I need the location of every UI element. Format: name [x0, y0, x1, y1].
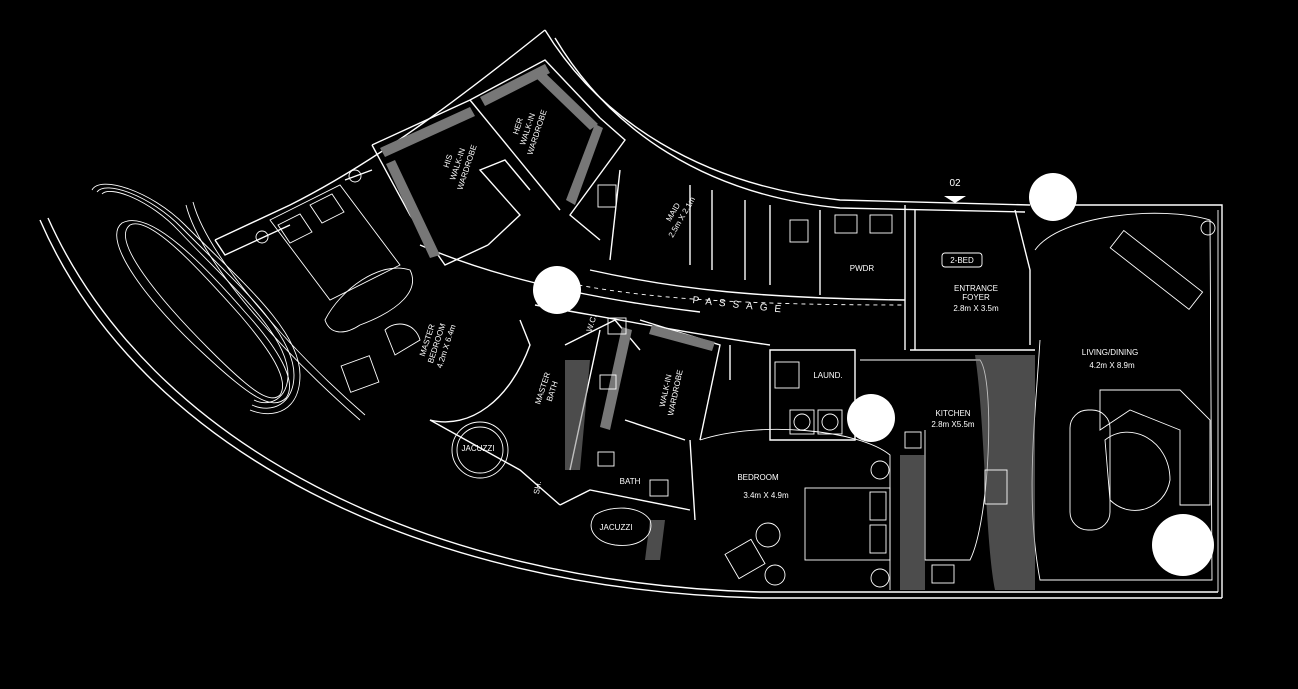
shower-label: SH. — [532, 480, 543, 495]
jacuzzi-bath-label: JACUZZI — [600, 523, 633, 532]
living-dining-name: LIVING/DINING — [1082, 348, 1138, 357]
building-outline — [39, 29, 1223, 599]
laundry-label: LAUND. — [813, 371, 842, 380]
his-wardrobe-line1: HIS — [442, 153, 455, 168]
master-bath-label: MASTER BATH — [533, 371, 559, 406]
unit-number-arrow-icon — [944, 196, 966, 203]
entrance-foyer-line2: FOYER — [962, 293, 990, 302]
passage-label: PASSAGE — [692, 295, 789, 316]
bath-label: BATH — [620, 477, 641, 486]
entrance-foyer-line1: ENTRANCE — [954, 284, 998, 293]
unit-type-tag: 2-BED — [950, 256, 974, 265]
balcony-curves — [91, 183, 366, 421]
marker-circle-left — [533, 266, 581, 314]
interior-walls — [214, 59, 1213, 590]
kitchen-dims: 2.8m X5.5m — [931, 420, 974, 429]
maid-label: MAID 2.5m X 2.1m — [664, 195, 697, 239]
pwdr-label: PWDR — [850, 264, 875, 273]
entrance-foyer-dims: 2.8m X 3.5m — [953, 304, 999, 313]
bedroom-dims: 3.4m X 4.9m — [743, 491, 789, 500]
bedroom-name: BEDROOM — [737, 473, 779, 482]
furniture — [255, 169, 1216, 588]
gravel-strips — [565, 355, 1035, 590]
walk-in-wardrobe-label: WALK-IN WARDROBE — [658, 369, 685, 417]
master-bedroom-label: MASTER BEDROOM 4.2m X 6.4m — [418, 322, 458, 369]
unit-type-box — [941, 252, 983, 268]
location-markers — [533, 173, 1214, 576]
unit-tags: 02 2-BED — [941, 178, 983, 268]
kitchen-name: KITCHEN — [935, 409, 970, 418]
living-dining-dims: 4.2m X 8.9m — [1089, 361, 1135, 370]
her-wardrobe-label: HER WALK-IN WARDROBE — [511, 109, 548, 156]
unit-number-tag: 02 — [949, 178, 961, 189]
his-wardrobe-label: HIS WALK-IN WARDROBE — [442, 144, 479, 191]
jacuzzi-master-label: JACUZZI — [462, 444, 495, 453]
marker-circle-center — [847, 394, 895, 442]
marker-circle-top-right — [1029, 173, 1077, 221]
marker-circle-bottom-right — [1152, 514, 1214, 576]
